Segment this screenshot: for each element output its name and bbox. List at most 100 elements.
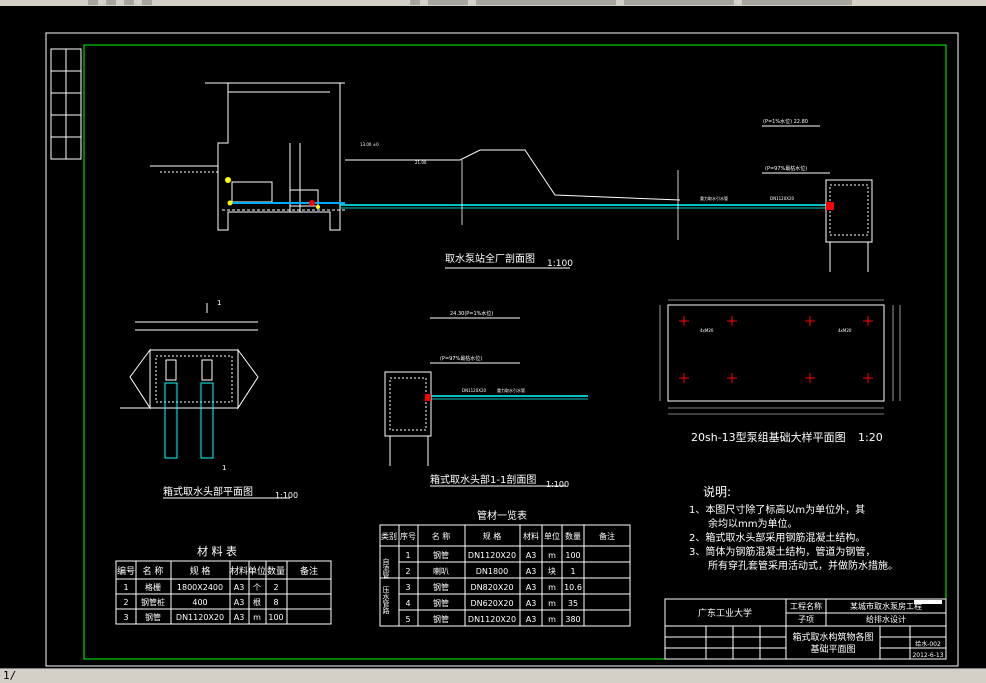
note-line: 所有穿孔套管采用活动式，并做防水措施。 [708,559,898,572]
foundation-scale: 1:20 [858,431,883,444]
pipe-cell: DN1800 [476,567,509,576]
pipe-cell: 喇叭 [433,566,449,576]
pipe-cell: A3 [526,599,537,608]
drawing-number: 给水-002 [915,640,941,648]
svg-text:4xM20: 4xM20 [700,328,714,333]
toolbar-dropdown[interactable] [624,0,734,5]
title-block: 广东工业大学 工程名称 某城市取水泵房工程 子项 给排水设计 箱式取水构筑物各图… [664,598,947,660]
pipe-cell: 5 [405,615,410,624]
materials-header: 规 格 [190,565,211,577]
toolbar-button[interactable] [142,0,152,5]
label-p97-small: (P=97%最枯水位) [440,355,482,362]
command-line[interactable]: 1/ [0,668,986,683]
note-line: 2、箱式取水头部采用钢筋混凝土结构。 [689,531,865,544]
cad-drawing: 13.00 ±0 21.00 重力取水引水管 DN1120X20 (P=1%水位… [45,32,959,667]
paper-border [45,32,959,667]
materials-cell: 8 [273,598,278,607]
toolbar-button[interactable] [124,0,134,5]
pipe-cell: 35 [568,599,578,608]
drawing-title-2: 基础平面图 [810,643,855,655]
pump-station-section: 13.00 ±0 21.00 重力取水引水管 DN1120X20 (P=1%水位… [150,82,873,272]
note-line: 3、筒体为钢筋混凝土结构，管道为钢管， [689,545,875,558]
pipe-cell: A3 [526,567,537,576]
drawing-canvas[interactable]: 13.00 ±0 21.00 重力取水引水管 DN1120X20 (P=1%水位… [0,6,986,668]
box-plan-scale: 1:100 [275,491,298,500]
materials-header: 数量 [267,565,285,577]
pipe-cell: m [548,583,556,592]
pipe-cell: 1 [405,551,410,560]
note-line: 余均以mm为单位。 [708,517,797,530]
svg-text:DN1120X20: DN1120X20 [462,388,487,393]
pipe-spec-text: DN1120X20 [770,196,795,201]
pipe-cell: 10.6 [564,583,582,592]
svg-text:4xM20: 4xM20 [838,328,852,333]
pipe-cell: A3 [526,615,537,624]
pipe-header: 类别 [381,531,397,541]
pipe-cell: 4 [405,599,410,608]
materials-header: 材料 [230,565,248,577]
pipe-cell: 100 [565,551,580,560]
box-section-scale: 1:100 [546,480,569,489]
command-line-text: 1/ [3,669,17,682]
sub-label: 子项 [798,615,814,624]
materials-cell: 格栅 [145,582,161,592]
foundation-caption: 20sh-13型泵组基础大样平面图 [691,430,846,444]
toolbar-button[interactable] [106,0,116,5]
materials-cell: 个 [253,583,261,592]
materials-cell: 400 [192,598,207,607]
pipe-cell: DN820X20 [470,583,513,592]
materials-cell: 根 [253,597,261,607]
materials-cell: 2 [273,583,278,592]
materials-cell: A3 [234,583,245,592]
pipe-group-2: 压水管路 [382,586,390,615]
toolbar-button[interactable] [410,0,420,5]
project-label: 工程名称 [790,601,822,611]
project-value: 某城市取水泵房工程 [850,601,922,611]
pipe-table-title: 管材一览表 [477,509,527,522]
notes-title: 说明: [703,484,731,499]
pipe-cell: 2 [405,567,410,576]
pipe-cell: m [548,615,556,624]
materials-cell: 1 [123,583,128,592]
pipe-cell: A3 [526,551,537,560]
materials-cell: A3 [234,613,245,622]
materials-cell: A3 [234,598,245,607]
toolbar-dropdown[interactable] [428,0,468,5]
materials-cell: 2 [123,598,128,607]
pipe-header: 单位 [544,531,560,541]
pipe-cell: A3 [526,583,537,592]
box-section-caption: 箱式取水头部1-1剖面图 [430,473,536,486]
materials-cell: 100 [268,613,283,622]
svg-text:重力取水引水管: 重力取水引水管 [497,387,525,393]
svg-text:1: 1 [222,464,226,472]
materials-header: 单位 [248,565,266,577]
pipe-label-text: 重力取水引水管 [700,195,728,201]
pipe-header: 数量 [565,531,581,541]
svg-text:21.00: 21.00 [415,160,427,165]
note-line: 1、本图尺寸除了标高以m为单位外，其 [689,503,865,516]
svg-text:13.00 ±0: 13.00 ±0 [360,142,379,147]
pump-station-caption: 取水泵站全厂剖面图 [445,252,535,265]
pipe-cell: 1 [570,567,575,576]
materials-cell: 3 [123,613,128,622]
materials-cell: 钢管 [145,612,161,622]
pipe-table: 管材一览表 类别 序号 名 称 规 格 材料 单位 数量 备注 自流管 压水管路… [379,509,631,627]
materials-header: 名 称 [143,565,164,577]
toolbar-dropdown[interactable] [742,0,852,5]
toolbar-button[interactable] [88,0,98,5]
label-p97-water: (P=97%最枯水位) [765,165,807,172]
pipe-cell: m [548,551,556,560]
margin-stamp [50,48,82,160]
drawing-frame [83,44,947,660]
drawing-date: 2012-6-13 [912,652,943,659]
pipe-cell: DN620X20 [470,599,513,608]
pipe-header: 名 称 [432,531,451,541]
pipe-cell: 钢管 [433,582,449,592]
materials-table: 材 料 表 编号 名 称 规 格 材料 单位 数量 备注 1 格栅 1800X2… [115,544,332,625]
pipe-header: 备注 [599,531,615,541]
materials-cell: DN1120X20 [176,613,224,622]
pipe-header: 材料 [523,531,539,541]
materials-title: 材 料 表 [197,544,237,558]
toolbar-dropdown[interactable] [476,0,616,5]
pipe-header: 规 格 [483,531,502,541]
